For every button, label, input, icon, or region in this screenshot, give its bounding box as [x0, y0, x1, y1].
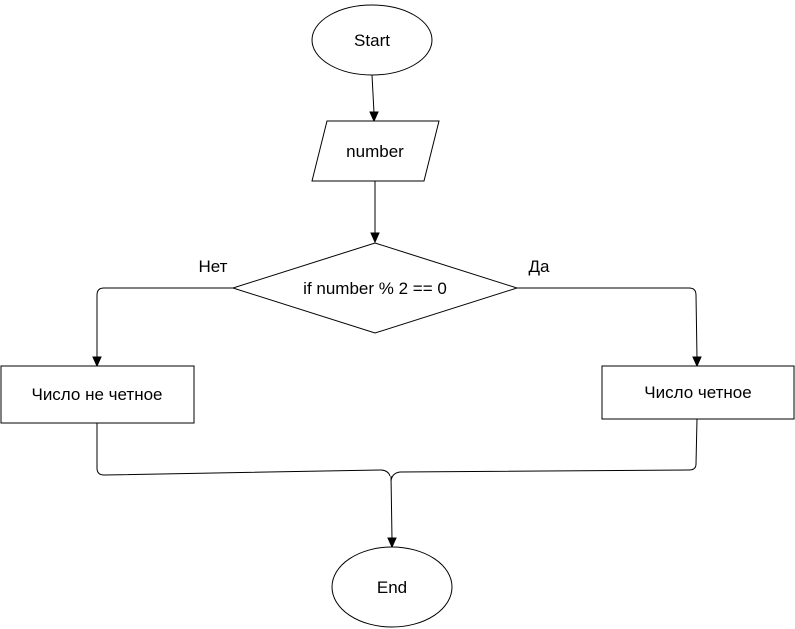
- edge-odd-to-merge: [96, 423, 391, 477]
- edge-start-to-input: [371, 74, 375, 114]
- input-node: number: [311, 120, 440, 182]
- odd-rectangle: [0, 365, 195, 424]
- decision-diamond: [231, 242, 519, 334]
- start-node: Start: [311, 4, 433, 76]
- edge-even-to-merge: [390, 418, 698, 482]
- start-label: Start: [354, 31, 390, 50]
- end-node: End: [331, 546, 453, 628]
- odd-node: Число не четное: [0, 365, 195, 424]
- edge-merge-to-end: [390, 475, 393, 540]
- input-label: number: [346, 142, 404, 161]
- edge-label-yes: Да: [529, 257, 551, 276]
- end-label: End: [377, 578, 407, 597]
- decision-node: if number % 2 == 0: [231, 242, 519, 334]
- edge-label-no: Нет: [199, 257, 228, 276]
- arrowhead-input-to-decision: [370, 232, 380, 244]
- edges: [92, 74, 702, 549]
- even-label: Число четное: [644, 383, 751, 402]
- arrowhead-decision-to-odd: [92, 356, 102, 368]
- input-parallelogram: [311, 120, 440, 182]
- end-ellipse: [331, 546, 453, 628]
- start-ellipse: [311, 4, 433, 76]
- edge-decision-to-even: [517, 287, 698, 359]
- edge-decision-to-odd: [96, 287, 233, 358]
- even-rectangle: [601, 365, 795, 420]
- even-node: Число четное: [601, 365, 795, 420]
- arrowhead-merge-to-end: [387, 537, 397, 549]
- arrowhead-start-to-input: [369, 111, 379, 123]
- odd-label: Число не четное: [31, 385, 162, 404]
- arrowhead-decision-to-even: [692, 356, 702, 368]
- decision-label: if number % 2 == 0: [303, 279, 447, 298]
